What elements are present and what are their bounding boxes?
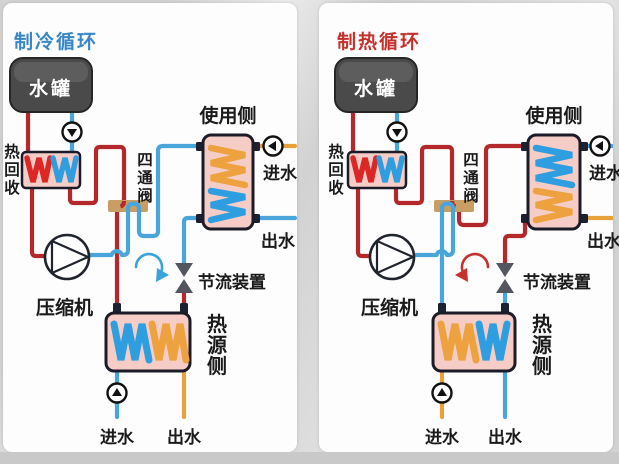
heat-recovery-hot-coil [24, 155, 53, 183]
rotation-arrowhead-icon [156, 268, 169, 282]
usage-cold-coil [532, 144, 576, 189]
bottom-gray-strip [0, 452, 619, 464]
usage-inlet-label: 进水 [263, 164, 297, 183]
usage-outlet-label: 出水 [587, 232, 619, 251]
source-outlet-label: 出水 [167, 428, 201, 447]
usage-side-label: 使用侧 [525, 106, 583, 127]
heat-recovery-cold-coil [376, 155, 405, 183]
compressor-label: 压缩机 [361, 298, 419, 319]
compressor-icon [368, 233, 416, 281]
pipe-hot-loop-to-valve [393, 144, 455, 206]
heat-recovery-hot-coil [350, 155, 379, 183]
pipe-compressor-discharge [29, 183, 50, 259]
throttle-valve-icon [175, 263, 193, 293]
usage-inlet-pump-icon [589, 135, 611, 157]
cooling-cycle-panel: 制冷循环 水罐 热回收 四通阀 使用侧 进水 出水 压缩机 节流装置 热源侧 进… [3, 3, 297, 452]
rotation-arrow [134, 252, 164, 276]
water-tank-highlight [339, 62, 413, 82]
heat-recovery-cold-coil [50, 155, 79, 183]
usage-warm-coil [207, 144, 249, 189]
tank-pump-icon [386, 121, 408, 143]
tank-label: 水罐 [353, 79, 398, 100]
pipe-compressor-discharge [355, 183, 375, 259]
source-inlet-label: 进水 [425, 428, 459, 447]
usage-side-label: 使用侧 [199, 106, 257, 127]
pipe-liquid-to-throttle [502, 219, 528, 266]
four-way-valve-hot-pass [119, 200, 127, 209]
compressor-label: 压缩机 [36, 298, 94, 319]
usage-inlet-pump-icon [262, 135, 284, 157]
usage-outlet-label: 出水 [261, 232, 295, 251]
throttle-label: 节流装置 [198, 273, 266, 292]
rotation-arrowhead-icon [455, 268, 468, 282]
throttle-label: 节流装置 [523, 273, 591, 292]
rotation-arrow [460, 252, 490, 276]
source-inlet-label: 进水 [100, 428, 134, 447]
pipe-liquid-to-throttle [181, 215, 199, 266]
four-way-valve-cold-pass [125, 201, 142, 212]
pipe-hot-loop-to-valve [67, 144, 127, 206]
tank-label: 水罐 [28, 79, 73, 100]
source-outlet-label: 出水 [488, 428, 522, 447]
heat-source-warm-coil [148, 320, 190, 364]
heat-source-warm-coil [437, 320, 480, 364]
usage-cold-coil [207, 187, 246, 224]
heating-cycle-panel: 制热循环 水罐 热回收 四通阀 使用侧 进水 出水 压缩机 节流装置 热源侧 进… [319, 3, 619, 452]
heat-source-cold-coil [110, 320, 153, 364]
four-way-valve-label: 四通阀 [137, 152, 153, 205]
heat-source-cold-coil [475, 320, 511, 361]
four-way-valve-cold-pass [439, 201, 456, 212]
heat-recovery-label: 热回收 [328, 144, 344, 197]
heat-source-label: 热源侧 [207, 314, 227, 378]
panel-title: 制热循环 [337, 32, 422, 53]
pipe-suction [411, 200, 456, 308]
compressor-icon [43, 233, 91, 281]
panel-title: 制冷循环 [14, 32, 99, 53]
cooling-diagram [9, 57, 297, 420]
heat-recovery-label: 热回收 [4, 144, 20, 197]
source-inlet-pump-icon [106, 382, 128, 404]
four-way-valve-label: 四通阀 [463, 152, 479, 205]
throttle-valve-icon [496, 263, 514, 293]
usage-warm-coil [532, 187, 573, 224]
heat-source-label: 热源侧 [532, 314, 552, 378]
water-tank-highlight [14, 62, 88, 82]
usage-inlet-label: 进水 [589, 164, 619, 183]
tank-pump-icon [61, 121, 83, 143]
source-inlet-pump-icon [431, 382, 453, 404]
heating-diagram [334, 57, 613, 420]
